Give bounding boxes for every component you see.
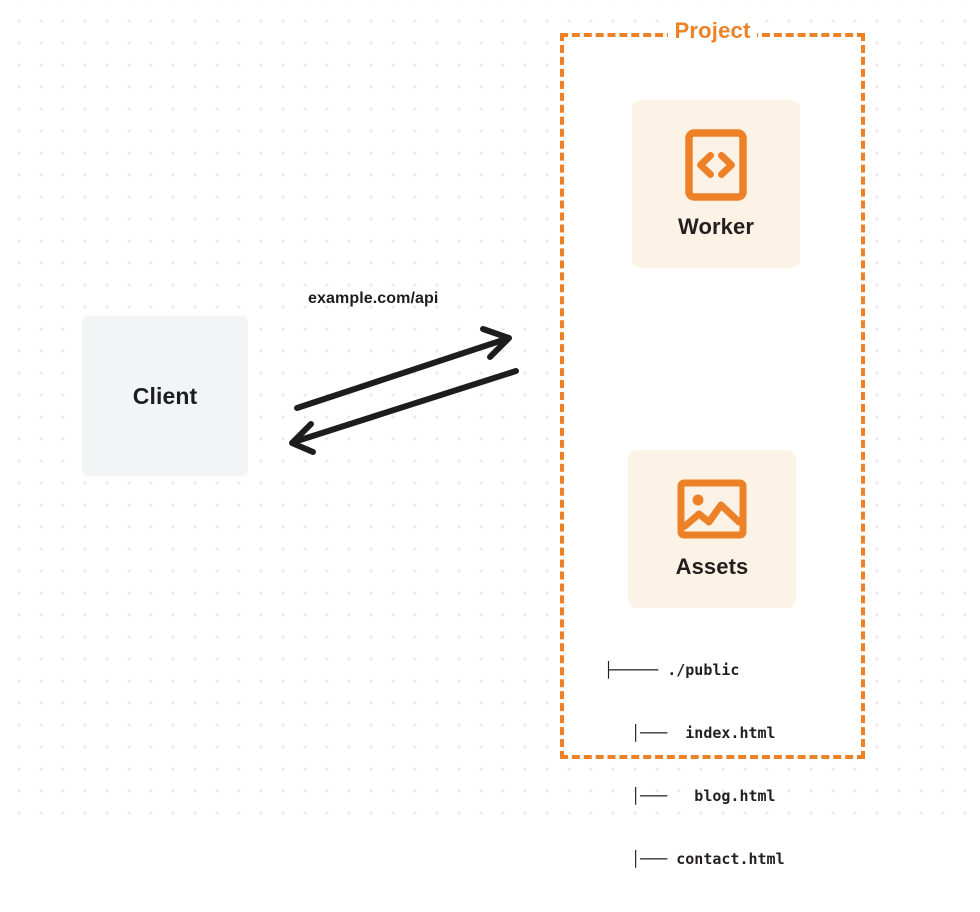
- response-arrow: [289, 368, 519, 455]
- assets-label: Assets: [675, 554, 749, 579]
- file-tree-row: │─── index.html: [604, 724, 776, 742]
- assets-node[interactable]: Assets: [628, 450, 796, 608]
- client-node[interactable]: Client: [82, 316, 248, 476]
- project-title: Project: [560, 18, 865, 44]
- worker-label: Worker: [678, 214, 754, 239]
- assets-file-tree: ├───── ./public │─── index.html │─── blo…: [604, 618, 785, 912]
- file-tree-row: ├───── ./public: [604, 661, 740, 679]
- image-icon: [677, 479, 747, 539]
- project-title-text: Project: [667, 18, 758, 43]
- file-tree-row: │─── blog.html: [604, 787, 776, 805]
- diagram-canvas: Client Project Worker Assets ├───── ./pu…: [0, 0, 980, 868]
- file-tree-row: │─── contact.html: [604, 850, 785, 868]
- request-label: example.com/api: [308, 290, 439, 307]
- code-brackets-icon: [685, 129, 747, 201]
- worker-node[interactable]: Worker: [632, 100, 800, 268]
- client-label: Client: [132, 382, 198, 409]
- request-arrow: [294, 326, 512, 411]
